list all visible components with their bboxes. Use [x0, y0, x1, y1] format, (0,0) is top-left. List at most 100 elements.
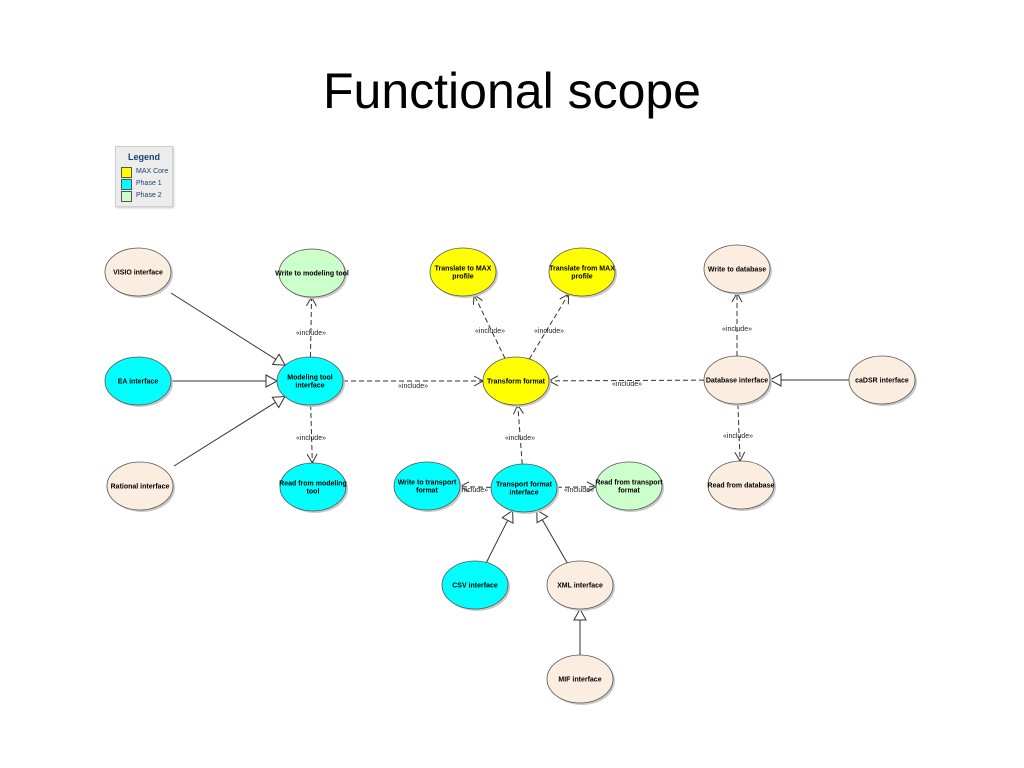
node-ellipse	[276, 356, 344, 406]
node-label: interface	[295, 383, 324, 390]
include-label: «include»	[398, 383, 428, 390]
node-label: Write to modeling tool	[275, 271, 349, 278]
legend-label: Phase 2	[136, 192, 162, 199]
include-edge-database-to-read-db	[734, 403, 746, 463]
legend-title: Legend	[127, 152, 160, 162]
include-label: «include»	[475, 328, 505, 335]
node-label: XML interface	[557, 583, 603, 590]
use-case-write-modeling: Write to modeling tool	[275, 248, 349, 299]
node-ellipse	[546, 560, 614, 610]
use-case-transform: Transform format	[482, 356, 551, 407]
legend: Legend MAX Core Phase 1 Phase 2	[115, 146, 173, 207]
include-label: «include»	[723, 433, 753, 440]
legend-label: Phase 1	[136, 180, 162, 187]
include-label: «include»	[458, 487, 488, 494]
legend-label: MAX Core	[136, 168, 169, 175]
node-label: Rational interface	[111, 484, 170, 491]
include-edge-transform-to-translate-to	[472, 293, 506, 359]
node-label: Read from database	[708, 483, 775, 490]
node-label: VISIO interface	[113, 270, 163, 277]
include-edge-transform-to-translate-from	[528, 293, 570, 360]
node-ellipse	[393, 461, 461, 511]
include-label: «include»	[534, 328, 564, 335]
use-case-rational: Rational interface	[106, 461, 175, 512]
include-label: «include»	[564, 487, 594, 494]
node-label: Write to database	[708, 267, 766, 274]
generalization-edge-rational-to-modeling-tool	[173, 395, 286, 467]
use-case-cadsr: caDSR interface	[848, 355, 917, 406]
node-label: Read from transport	[595, 480, 663, 487]
use-case-write-db: Write to database	[703, 244, 772, 295]
node-ellipse	[429, 247, 497, 297]
node-ellipse	[106, 461, 174, 511]
node-ellipse	[707, 460, 775, 510]
generalization-edge-visio-to-modeling-tool	[170, 292, 287, 366]
node-ellipse	[279, 462, 347, 512]
include-label: «include»	[296, 435, 326, 442]
node-label: Transport format	[496, 482, 553, 489]
node-label: Write to transport	[398, 480, 457, 487]
node-label: interface	[509, 490, 538, 497]
node-label: format	[618, 488, 640, 495]
use-case-visio: VISIO interface	[104, 247, 173, 298]
node-label: EA interface	[118, 379, 159, 386]
edges-layer: «include» «include» «include» «include» «inc…	[170, 291, 849, 655]
include-label: «include»	[722, 326, 752, 333]
node-ellipse	[703, 355, 771, 405]
generalization-edge-xml-to-transport	[536, 509, 568, 564]
node-ellipse	[278, 248, 346, 298]
legend-item-phase-2: Phase 2	[121, 191, 171, 203]
legend-item-max-core: MAX Core	[121, 167, 171, 179]
use-case-database: Database interface	[703, 355, 772, 406]
node-ellipse	[104, 356, 172, 406]
node-ellipse	[548, 247, 616, 297]
node-ellipse	[595, 461, 663, 511]
include-edge-database-to-transform	[547, 375, 705, 387]
legend-swatch	[121, 167, 132, 178]
legend-swatch	[121, 179, 132, 190]
node-label: Translate from MAX	[549, 266, 615, 273]
node-label: Translate to MAX	[435, 266, 492, 273]
node-label: Database interface	[706, 378, 768, 385]
node-label: Modeling tool	[287, 375, 333, 382]
node-label: Transform format	[487, 379, 546, 386]
include-edge-modeling-tool-to-write-modeling	[305, 295, 317, 358]
node-label: MIF interface	[558, 677, 601, 684]
node-ellipse	[703, 244, 771, 294]
include-label: «include»	[505, 435, 535, 442]
node-ellipse	[546, 654, 614, 704]
use-case-csv: CSV interface	[441, 560, 510, 611]
use-case-read-db: Read from database	[707, 460, 776, 511]
node-label: format	[416, 488, 438, 495]
use-case-xml: XML interface	[546, 560, 615, 611]
node-ellipse	[441, 560, 509, 610]
node-label: tool	[307, 489, 320, 496]
node-label: CSV interface	[452, 583, 498, 590]
generalization-edge-csv-to-transport	[485, 509, 514, 563]
node-ellipse	[482, 356, 550, 406]
node-label: profile	[571, 274, 592, 281]
node-label: Read from modeling	[279, 481, 347, 488]
node-label: caDSR interface	[855, 378, 909, 385]
include-label: «include»	[296, 330, 326, 337]
include-edge-transport-to-write-transport	[458, 481, 492, 493]
node-ellipse	[848, 355, 916, 405]
include-label: «include»	[612, 381, 642, 388]
use-case-mif: MIF interface	[546, 654, 615, 705]
legend-item-phase-1: Phase 1	[121, 179, 171, 191]
include-edge-transport-to-read-transport	[556, 481, 598, 493]
use-case-ea: EA interface	[104, 356, 173, 407]
legend-swatch	[121, 191, 132, 202]
include-edge-transport-to-transform	[513, 403, 524, 465]
node-ellipse	[104, 247, 172, 297]
node-label: profile	[452, 274, 473, 281]
slide-title: Functional scope	[322, 63, 701, 119]
node-ellipse	[490, 463, 558, 513]
